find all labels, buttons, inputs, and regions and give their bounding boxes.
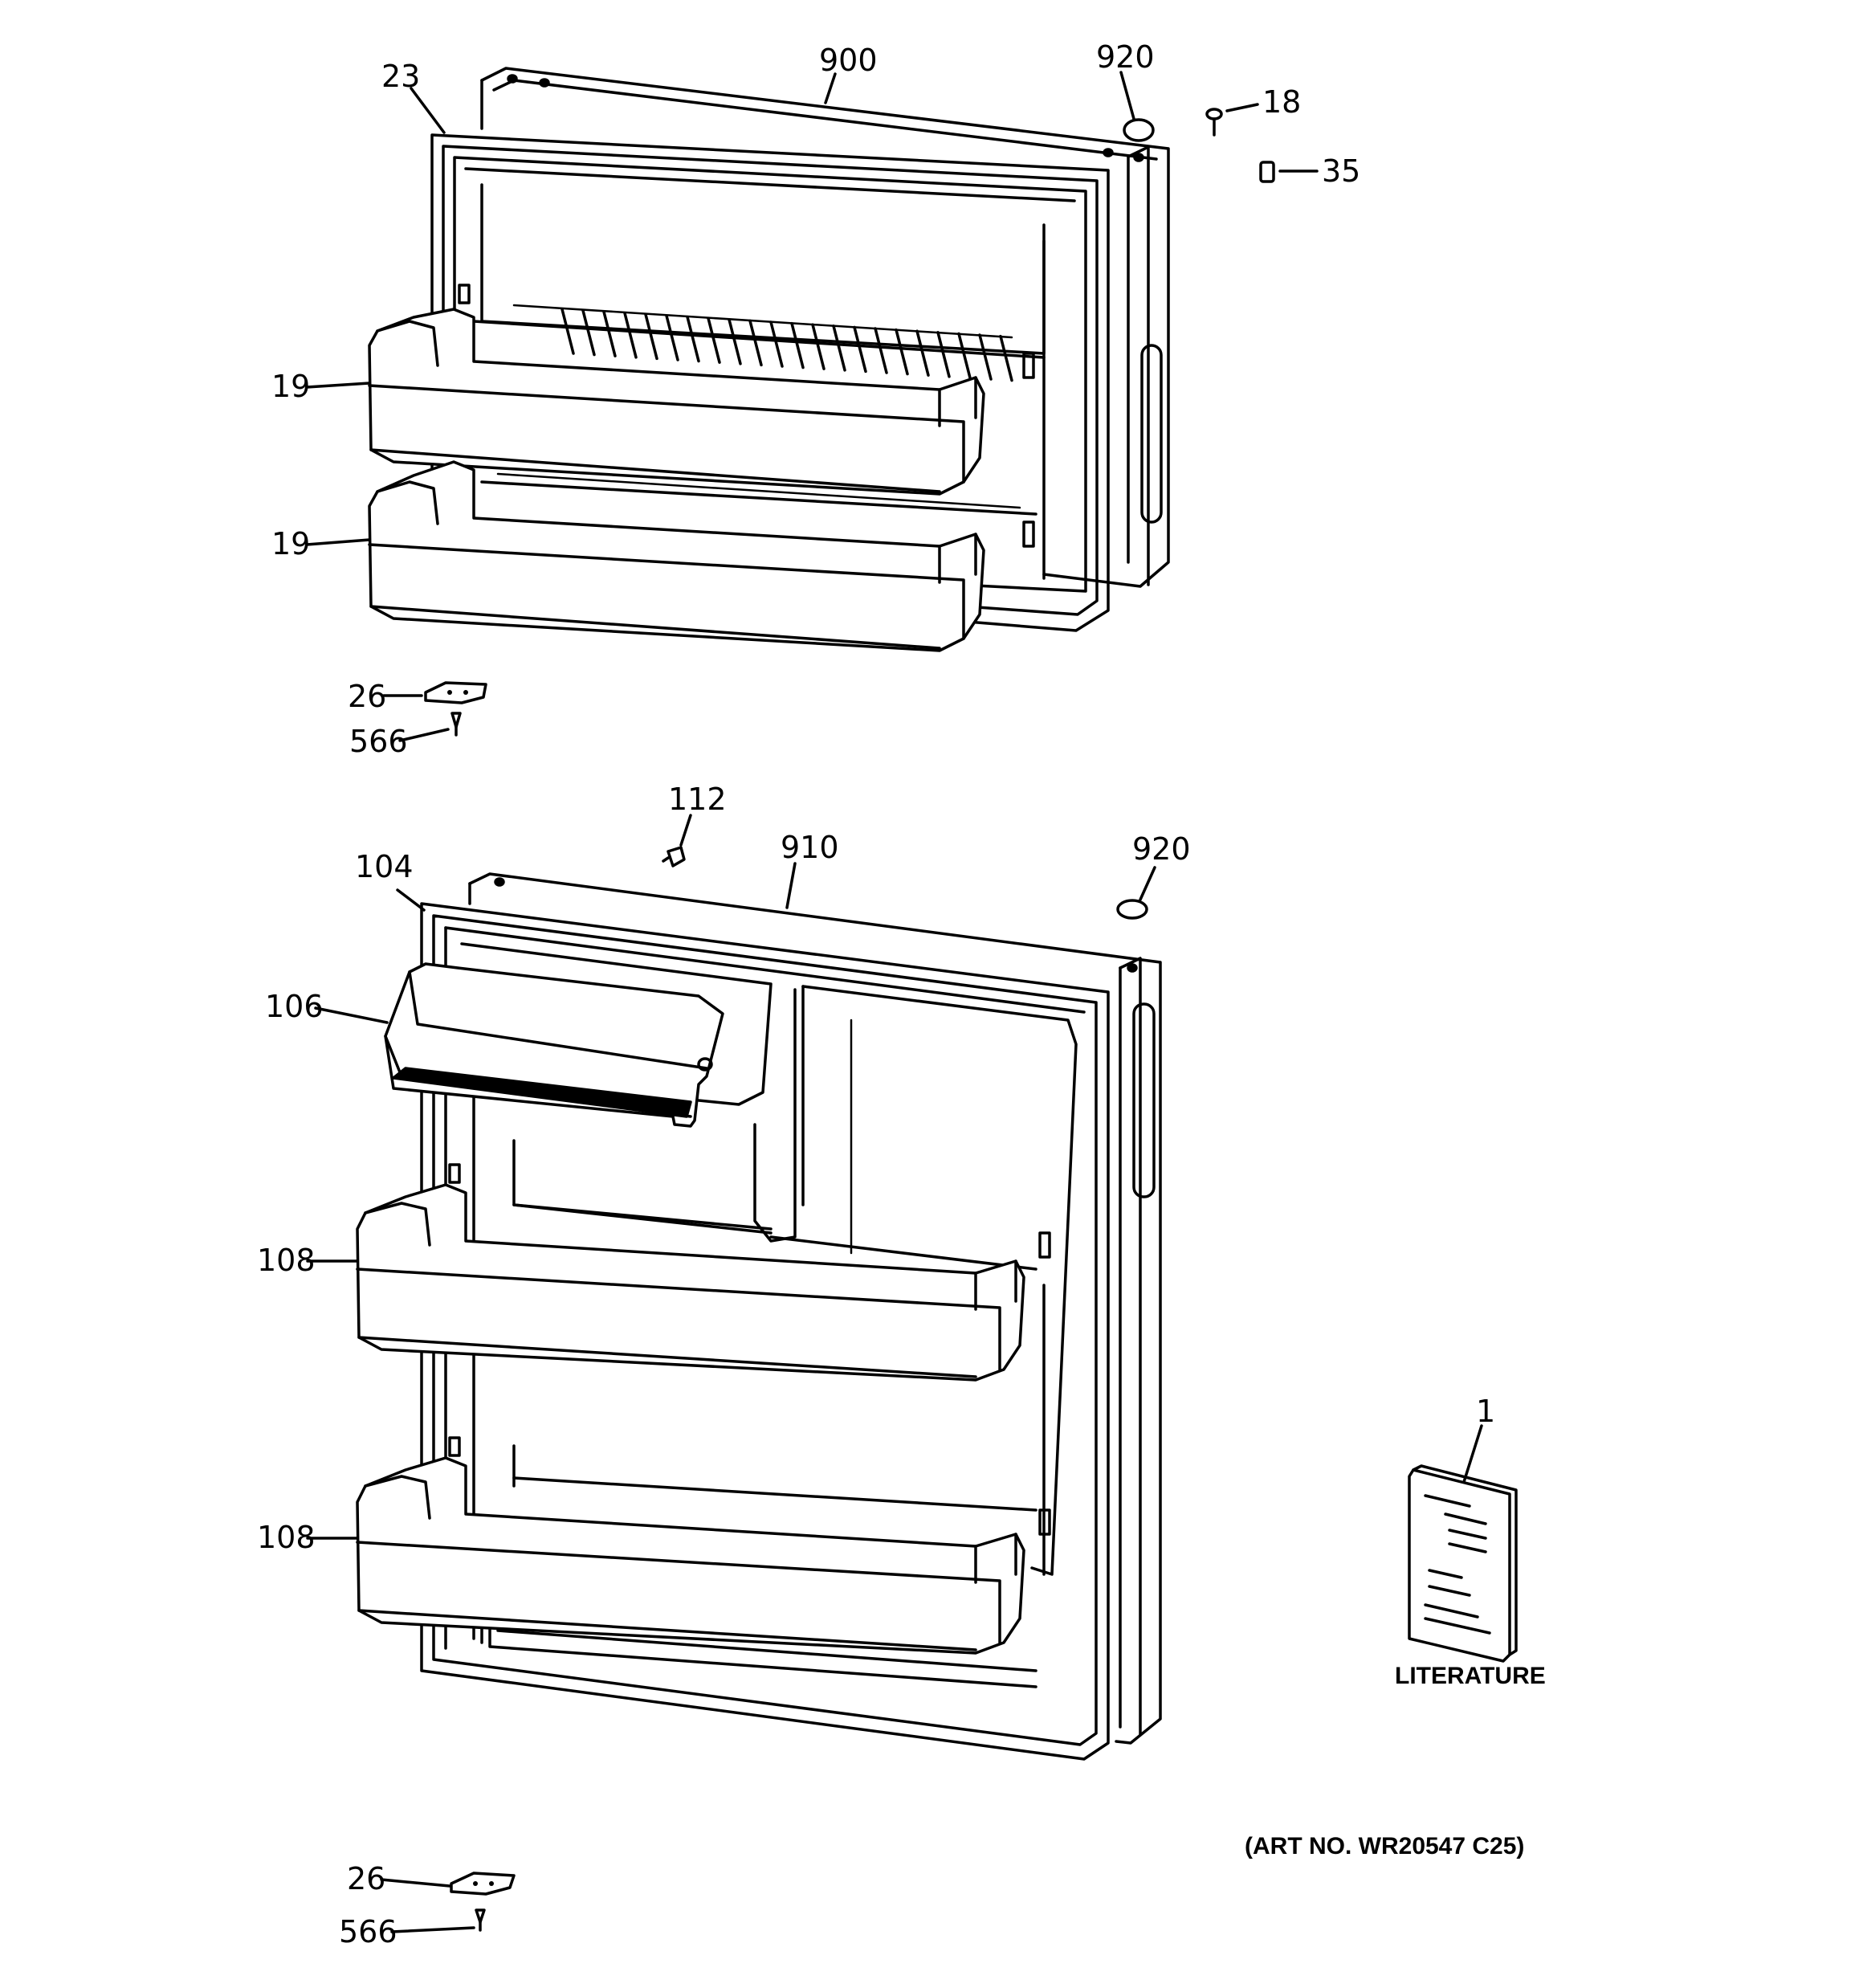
- screw-566-top: [450, 712, 462, 737]
- callout-566-top: 566: [349, 724, 408, 759]
- callout-19-lower: 19: [271, 526, 310, 561]
- freezer-door-shelf-upper: [368, 308, 985, 496]
- screw-112: [662, 846, 686, 867]
- hinge-26-top: [424, 681, 487, 704]
- fresh-food-outer-door: [468, 872, 1162, 1745]
- liner-rib: [936, 331, 951, 378]
- callout-19-upper: 19: [271, 369, 310, 404]
- liner-rib: [811, 323, 826, 370]
- liner-rib: [686, 315, 700, 363]
- fresh-food-liner: [448, 942, 1078, 1688]
- fresh-food-door-shelf-upper: [356, 1183, 1025, 1382]
- callout-26-bottom: 26: [347, 1861, 385, 1896]
- liner-rib: [665, 314, 679, 361]
- liner-rib: [602, 310, 617, 357]
- liner-rib: [561, 308, 575, 355]
- callout-108-lower: 108: [257, 1520, 316, 1555]
- callout-26-top: 26: [348, 679, 386, 714]
- callout-labels: 23 900 920 18 35 19 19 26 566 112 910 92…: [257, 39, 1546, 1949]
- callout-108-upper: 108: [257, 1243, 316, 1278]
- fresh-food-door-shelf-lower: [356, 1456, 1025, 1655]
- callout-910: 910: [781, 830, 839, 865]
- callout-23: 23: [381, 59, 420, 94]
- part-35: [1259, 161, 1275, 183]
- hinge-plug-920-top: [1123, 118, 1155, 142]
- liner-rib: [978, 333, 993, 381]
- freezer-liner-ribs: [458, 183, 1046, 580]
- callout-106: 106: [265, 989, 324, 1024]
- screw-18: [1205, 108, 1223, 137]
- callout-35: 35: [1322, 153, 1360, 189]
- callout-900: 900: [819, 43, 878, 78]
- dairy-compartment: [384, 962, 724, 1128]
- fresh-food-hardware: [450, 846, 1148, 1932]
- callout-566-bottom: 566: [339, 1914, 397, 1949]
- hinge-26-bottom: [450, 1872, 516, 1896]
- liner-rib: [832, 325, 846, 372]
- literature-booklet: [1408, 1464, 1518, 1663]
- leader-lines: [305, 71, 1483, 1933]
- callout-920-top: 920: [1096, 39, 1155, 75]
- callout-1: 1: [1476, 1394, 1495, 1429]
- liner-rib: [790, 321, 805, 369]
- fresh-food-door-assembly: [356, 872, 1162, 1761]
- freezer-outer-door: [480, 67, 1170, 588]
- screw-566-bottom: [475, 1908, 486, 1932]
- liner-rib: [853, 325, 867, 374]
- freezer-door-shelf-lower: [368, 460, 985, 652]
- literature-label: LITERATURE: [1395, 1663, 1546, 1689]
- liner-rib: [623, 312, 638, 359]
- liner-rib: [707, 316, 721, 364]
- hinge-plug-920-bottom: [1116, 899, 1148, 920]
- liner-rib: [915, 329, 930, 377]
- art-number: (ART NO. WR20547 C25): [1245, 1833, 1524, 1859]
- liner-rib: [874, 327, 888, 374]
- freezer-door-assembly: [368, 67, 1170, 652]
- liner-rib: [748, 319, 763, 367]
- liner-rib: [895, 328, 909, 376]
- liner-rib: [769, 320, 784, 368]
- callout-18: 18: [1262, 84, 1301, 120]
- callout-104: 104: [355, 849, 414, 884]
- callout-112: 112: [668, 782, 727, 817]
- liner-rib: [581, 308, 596, 357]
- callout-920-bottom: 920: [1132, 831, 1191, 867]
- liner-rib: [957, 332, 972, 380]
- liner-rib: [728, 318, 742, 365]
- freezer-hardware: [424, 108, 1275, 737]
- liner-rib: [644, 312, 658, 361]
- liner-rib: [999, 334, 1013, 382]
